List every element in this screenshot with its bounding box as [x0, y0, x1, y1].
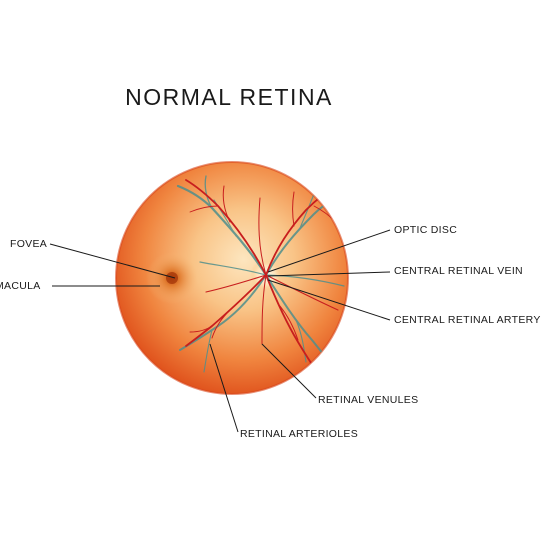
label-retinal-arterioles: RETINAL ARTERIOLES [240, 428, 359, 440]
leader-central-retinal-vein [267, 271, 391, 277]
label-optic-disc: OPTIC DISC [394, 224, 458, 236]
leader-lines [49, 229, 391, 433]
diagram-title: NORMAL RETINA [125, 84, 333, 110]
retina-disc [116, 162, 348, 394]
retinal-arteries [185, 179, 339, 371]
leader-retinal-venules [261, 343, 317, 399]
label-central-retinal-artery: CENTRAL RETINAL ARTERY [394, 314, 541, 326]
label-macula: MACULA [0, 280, 41, 292]
label-fovea: FOVEA [10, 238, 48, 250]
leader-retinal-arterioles [209, 343, 239, 433]
leader-fovea [49, 243, 176, 279]
label-central-retinal-vein: CENTRAL RETINAL VEIN [394, 265, 523, 277]
label-retinal-venules: RETINAL VENULES [318, 394, 419, 406]
fovea-spot [166, 272, 178, 284]
leader-optic-disc [267, 229, 391, 273]
leader-central-retinal-artery [267, 279, 391, 321]
